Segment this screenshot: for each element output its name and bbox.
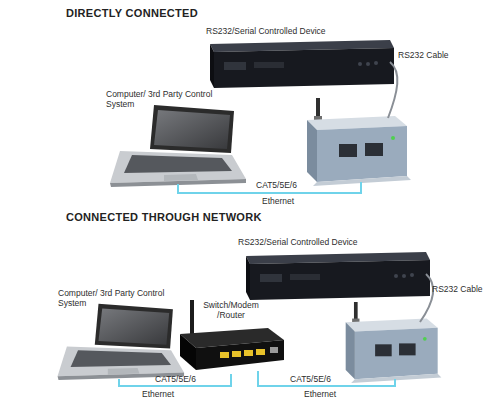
node-label: RS232/Serial Controlled Device	[238, 237, 418, 247]
serial-device: RS232/Serial Controlled Device	[204, 26, 400, 90]
rs232-cable	[420, 274, 433, 322]
node-label: Computer/ 3rd Party Control System	[58, 288, 168, 308]
serial-device	[210, 40, 394, 88]
ip-converter	[307, 98, 411, 186]
computer: Computer/ 3rd Party Control System	[104, 87, 250, 185]
cable-label: CAT5/5E/6	[256, 180, 297, 190]
cable-label: Ethernet	[262, 196, 294, 206]
connector-label: CAT5/5E/6	[155, 374, 196, 384]
node-label: RS232/Serial Controlled Device	[206, 26, 386, 36]
serial-device: RS232/Serial Controlled Device	[236, 237, 434, 303]
ethernet-cable	[258, 371, 395, 386]
ip-converter	[346, 302, 442, 383]
serial-device	[246, 252, 430, 300]
section-heading: DIRECTLY CONNECTED	[66, 7, 198, 20]
router	[180, 300, 284, 370]
ethernet-connector	[119, 374, 231, 386]
router: Switch/Modem /Router	[176, 300, 286, 374]
cable-label: Ethernet	[142, 389, 174, 399]
rs232-cable	[388, 62, 397, 118]
node-label: Switch/Modem /Router	[198, 300, 264, 320]
laptop	[110, 105, 246, 187]
laptop	[58, 304, 184, 380]
node-label: Computer/ 3rd Party Control System	[106, 89, 216, 109]
cable-label: RS232 Cable	[432, 284, 483, 294]
cable-label: Ethernet	[304, 389, 336, 399]
cable-label: RS232 Cable	[398, 50, 449, 60]
computer: Computer/ 3rd Party Control System	[52, 287, 186, 379]
section-heading: CONNECTED THROUGH NETWORK	[66, 211, 262, 224]
cable-label: CAT5/5E/6	[290, 374, 331, 384]
